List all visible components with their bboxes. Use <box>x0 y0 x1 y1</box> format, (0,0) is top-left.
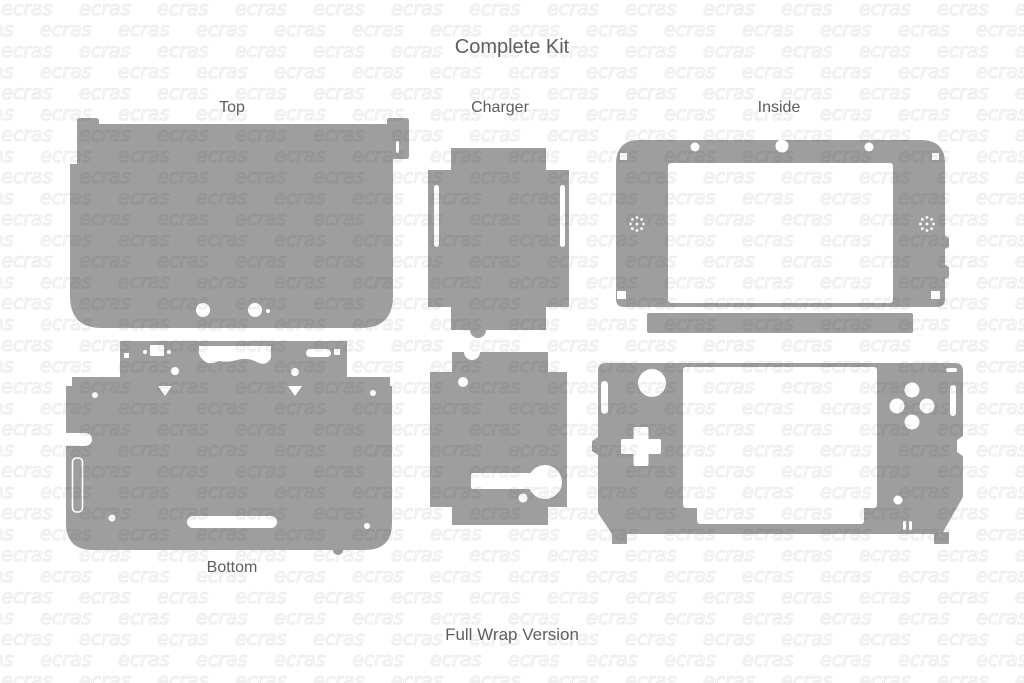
section-label-bottom: Bottom <box>206 559 258 576</box>
version-label: Full Wrap Version <box>445 625 579 644</box>
section-label-inside: Inside <box>757 99 801 116</box>
section-label-top: Top <box>219 99 245 116</box>
section-label-charger: Charger <box>471 99 529 116</box>
page-title: Complete Kit <box>454 36 570 58</box>
